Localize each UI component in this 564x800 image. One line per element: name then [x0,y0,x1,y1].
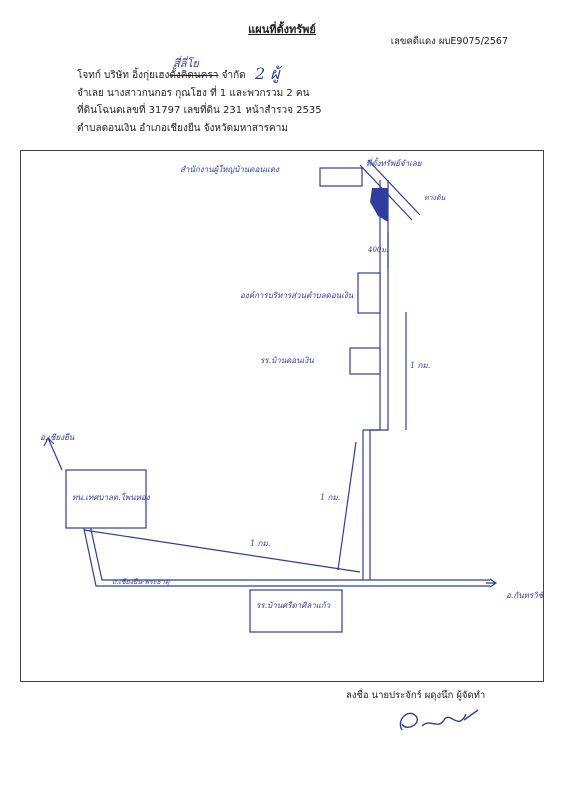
kanthararom-label: อ.กันทรวิชัย [506,591,544,600]
chiang-yuen-arrow [43,436,63,471]
road-name-label: ถ.เชียงยืน-พระธาตุ [112,578,170,586]
defendant-line: จำเลย นางสาวกนกอร กุณโฮง ที่ 1 และพวกรวม… [77,88,310,99]
municipality-box-label: ทน.เทศบาลต.โพนทอง [72,492,151,502]
distance-1km-a-label: 1 กม. [410,361,430,370]
document-title: แผนที่ตั้งทรัพย์ [248,23,316,36]
plaintiff-prefix: โจทก์ บริษัท อิ้งกุ่ยเฮง [77,70,170,81]
handwritten-count: 2 ผู้ [255,64,280,83]
school-box-north [349,347,381,375]
handwritten-insert: สี่ลี่โย [173,57,199,70]
subdistrict-admin-label: องค์การบริหารส่วนตำบลดอนเงิน [240,290,354,300]
tambon-admin-box [357,272,381,314]
diagonal-road [359,159,421,221]
plaintiff-struck-text: ตั้งคิดนครา [169,70,219,81]
land-deed-line: ที่ดินโฉนดเลขที่ 31797 เลขที่ดิน 231 หน้… [77,105,322,116]
distance-1km-b-label: 1 กม. [320,493,340,502]
property-site-label: ที่ตั้งทรัพย์จำเลย [366,157,423,168]
handwritten-signature [399,709,479,731]
village-headman-label: สำนักงานผู้ใหญ่บ้านดอนแดง [180,164,280,175]
property-hatch [370,188,388,222]
case-number: เลขคดีแดง ผบE9075/2567 [390,36,508,47]
school-box-south [249,589,343,633]
location-map: สำนักงานผู้ใหญ่บ้านดอนแดง ที่ตั้งทรัพย์จ… [40,157,544,633]
school-si-da-label: รร.บ้านศรีดาศิลาแก้ว [256,601,331,610]
distance-arrow-1km-c [337,441,357,571]
headman-office-box [319,167,363,187]
municipality-box [65,469,147,529]
location-line: ตำบลดอนเงิน อำเภอเชียงยืน จังหวัดมหาสารค… [77,123,288,134]
plaintiff-suffix: จำกัด [218,70,246,81]
map-frame [20,150,544,682]
distance-1km-c-label: 1 กม. [250,539,270,548]
north-road-ext-right [370,250,389,431]
plaintiff-line: โจทก์ บริษัท อิ้งกุ่ยเฮงตั้งคิดนครา จำกั… [77,68,246,83]
distance-400m-label: 400ม. [367,246,388,254]
east-arrow [486,578,498,588]
school-don-ngoen-label: รร.บ้านดอนเงิน [260,356,314,365]
distance-arrow-1km-b [83,529,361,573]
signature-label: ลงชื่อ นายประจักร์ ผดุงนึก ผู้จัดทำ [346,690,486,701]
house-label: ทางดิน [424,194,446,202]
chiang-yuen-label: อ.เชียงยืน [40,433,75,442]
